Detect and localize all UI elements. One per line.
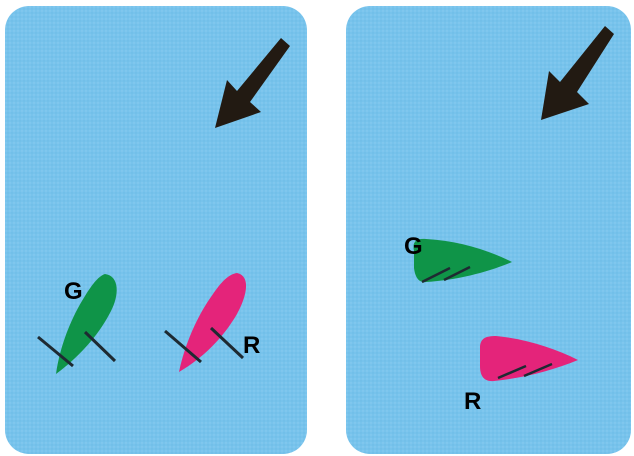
red-boat-sail-1 <box>497 364 527 380</box>
red-boat-label: R <box>243 332 261 359</box>
left-scenario-panel: G R <box>5 6 307 454</box>
green-boat <box>37 274 117 374</box>
red-boat-label: R <box>464 388 482 415</box>
green-boat-label: G <box>404 233 423 260</box>
red-boat-sail-1 <box>164 329 202 364</box>
green-boat-sail-2 <box>83 330 117 363</box>
green-boat-label: G <box>64 278 83 305</box>
left-water <box>5 6 307 454</box>
green-boat-sail-1 <box>421 266 451 284</box>
wind-arrow-icon <box>541 26 614 120</box>
green-boat-sail-1 <box>37 335 74 368</box>
red-boat <box>164 273 247 372</box>
wind-arrow-icon <box>215 38 290 128</box>
red-boat-sail-2 <box>209 326 245 360</box>
right-water <box>346 6 631 454</box>
green-boat <box>413 238 512 284</box>
red-boat <box>480 336 578 382</box>
red-boat-sail-2 <box>523 362 553 378</box>
right-scenario-panel: G R <box>346 6 631 454</box>
green-boat-sail-2 <box>443 265 471 282</box>
